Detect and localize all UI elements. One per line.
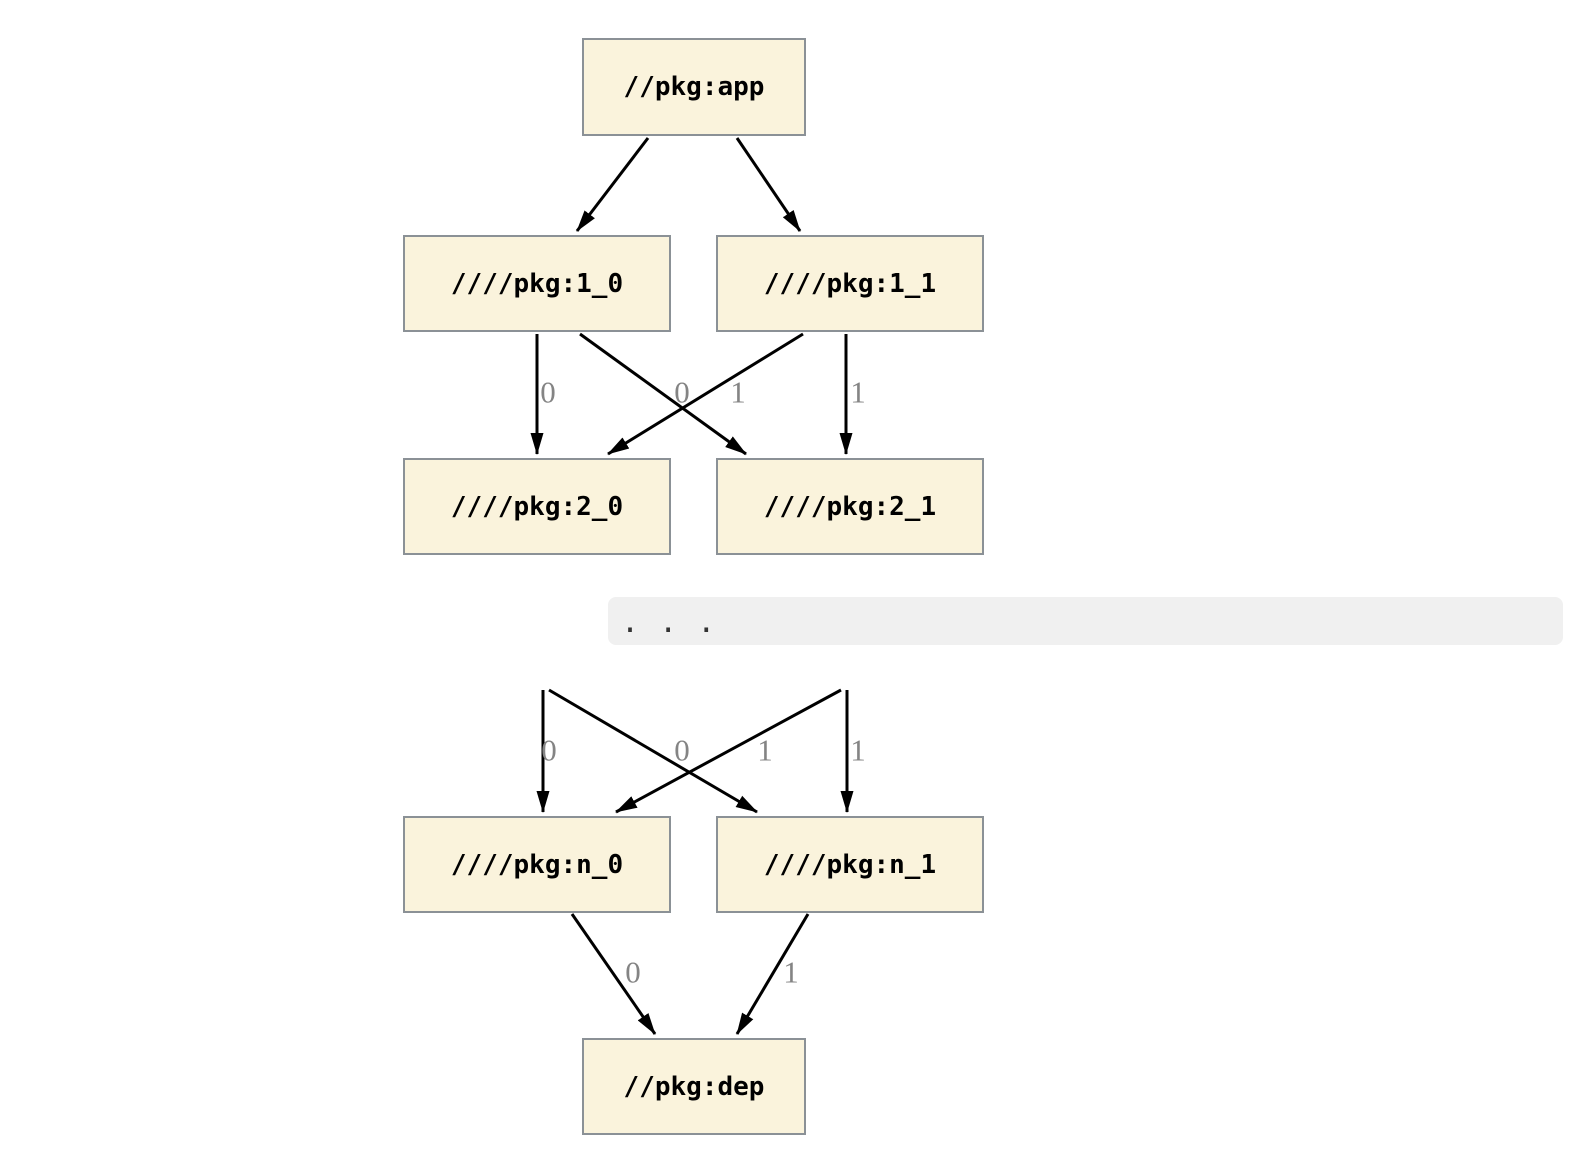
edge-cross-into-n_1 [548,688,758,814]
node-pkg-dep-label: //pkg:dep [623,1071,765,1102]
node-pkg-2-1: ////pkg:2_1 [716,458,984,555]
edge-label-1_0-to-2_1: 1 [730,374,746,410]
edge-label-cross-into-n_1: 1 [757,732,773,768]
node-pkg-n-1: ////pkg:n_1 [716,816,984,913]
node-pkg-1-0: ////pkg:1_0 [403,235,671,332]
ellipsis-band: . . . [608,597,1563,645]
node-pkg-n-0: ////pkg:n_0 [403,816,671,913]
node-pkg-1-1-label: ////pkg:1_1 [763,268,937,299]
edge-label-cross-into-n_0: 0 [674,732,690,768]
node-pkg-app-label: //pkg:app [623,72,765,102]
edge-app-to-1_1 [735,137,802,232]
node-pkg-dep: //pkg:dep [582,1038,806,1135]
edge-cross-into-n_0 [615,688,842,814]
edge-label-n_1-to-dep: 1 [783,954,799,990]
edge-n_1-to-dep [735,913,810,1035]
edge-label-1_0-to-2_0: 0 [540,374,556,410]
node-pkg-2-1-label: ////pkg:2_1 [763,491,937,522]
edge-label-into-n_1: 1 [850,732,866,768]
node-pkg-1-0-label: ////pkg:1_0 [450,268,624,299]
edge-label-n_0-to-dep: 0 [625,954,641,990]
node-pkg-n-0-label: ////pkg:n_0 [450,849,624,880]
node-pkg-n-1-label: ////pkg:n_1 [763,849,937,880]
edge-label-1_1-to-2_1: 1 [850,374,866,410]
edge-1_0-to-2_1 [579,332,747,456]
node-pkg-1-1: ////pkg:1_1 [716,235,984,332]
edge-n_0-to-dep [570,913,657,1035]
edge-app-to-1_0 [575,137,650,232]
node-pkg-2-0-label: ////pkg:2_0 [450,491,624,522]
edge-label-1_1-to-2_0: 0 [674,374,690,410]
node-pkg-app: //pkg:app [582,38,806,136]
node-pkg-2-0: ////pkg:2_0 [403,458,671,555]
ellipsis-text: . . . [621,605,717,640]
edge-1_1-to-2_0 [607,332,804,456]
edge-label-into-n_0: 0 [541,732,557,768]
